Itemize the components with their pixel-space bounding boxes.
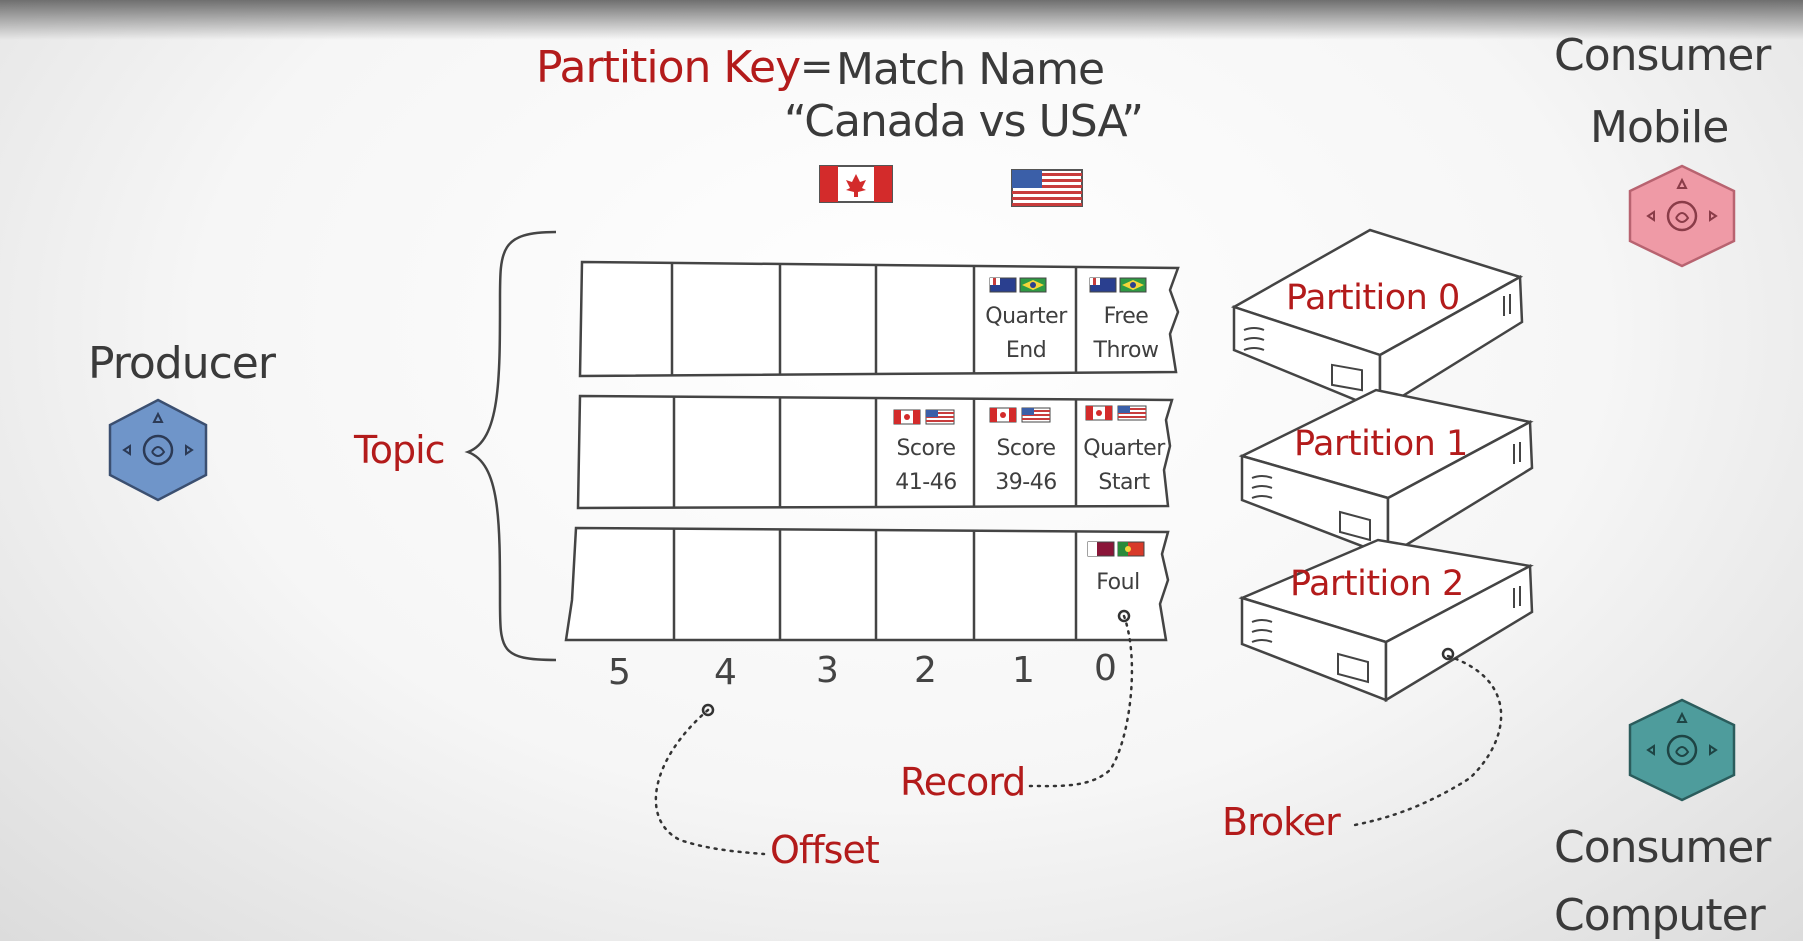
canada-flag-icon <box>1085 405 1113 421</box>
offset-3: 3 <box>816 650 839 691</box>
record-dot <box>1117 609 1131 623</box>
top-shadow <box>0 0 1803 40</box>
record-line1: Foul <box>1096 570 1140 595</box>
record-line2: Start <box>1098 470 1150 495</box>
record-line2: Throw <box>1093 338 1159 363</box>
offset-1: 1 <box>1012 650 1035 691</box>
brazil-flag-icon <box>1019 277 1047 293</box>
record-free-throw: Free Throw <box>1078 300 1174 368</box>
partition-1-log <box>576 394 1174 510</box>
record-line1: Score <box>896 436 956 461</box>
record-quarter-end: Quarter End <box>976 300 1076 368</box>
record-connector <box>1028 614 1134 788</box>
consumer-mobile-line2: Mobile <box>1590 102 1729 153</box>
offset-0: 0 <box>1094 648 1117 689</box>
consumer-computer-line1: Consumer <box>1554 822 1771 873</box>
consumer-mobile-hex-icon <box>1628 164 1736 268</box>
canada-flag-icon <box>989 407 1017 423</box>
brazil-flag-icon <box>1119 277 1147 293</box>
broker-box-0 <box>1230 228 1524 413</box>
offset-4: 4 <box>714 652 737 693</box>
record-line2: 39-46 <box>995 470 1057 495</box>
record-score-39-46: Score 39-46 <box>976 432 1076 500</box>
canada-flag-icon <box>893 409 921 425</box>
record-line1: Free <box>1103 304 1149 329</box>
usa-flag-icon <box>1011 169 1083 207</box>
offset-dot <box>701 703 715 717</box>
record-line2: End <box>1005 338 1047 363</box>
match-value-label: “Canada vs USA” <box>784 96 1144 147</box>
partition-2-log <box>564 526 1170 642</box>
partition-0-label: Partition 0 <box>1286 278 1460 318</box>
offset-5: 5 <box>608 652 631 693</box>
record-annotation: Record <box>900 760 1026 804</box>
broker-box-1 <box>1238 388 1534 559</box>
record-quarter-start: Quarter Start <box>1076 432 1172 500</box>
match-name-label: Match Name <box>836 44 1105 95</box>
partition-key-label: Partition Key <box>536 42 801 93</box>
canada-flag-icon <box>819 165 893 203</box>
usa-flag-icon <box>1021 407 1051 423</box>
topic-brace <box>464 230 557 662</box>
record-score-41-46: Score 41-46 <box>878 432 974 500</box>
producer-hex-icon <box>108 398 208 502</box>
record-line1: Quarter <box>1083 436 1165 461</box>
producer-label: Producer <box>88 338 276 389</box>
australia-flag-icon <box>1089 277 1117 293</box>
record-line1: Score <box>996 436 1056 461</box>
offset-2: 2 <box>914 650 937 691</box>
usa-flag-icon <box>1117 405 1147 421</box>
topic-label: Topic <box>354 428 446 472</box>
partition-2-label: Partition 2 <box>1290 564 1464 604</box>
consumer-computer-hex-icon <box>1628 698 1736 802</box>
portugal-flag-icon <box>1117 541 1145 557</box>
offset-connector <box>654 708 766 856</box>
record-line1: Quarter <box>985 304 1067 329</box>
broker-annotation: Broker <box>1222 800 1341 844</box>
consumer-computer-line2: Computer <box>1554 890 1766 941</box>
consumer-mobile-line1: Consumer <box>1554 30 1771 81</box>
partition-1-label: Partition 1 <box>1294 424 1468 464</box>
broker-box-2 <box>1238 538 1534 703</box>
usa-flag-icon <box>925 409 955 425</box>
offset-annotation: Offset <box>770 828 880 872</box>
qatar-flag-icon <box>1087 541 1115 557</box>
equals-sign: = <box>800 44 834 90</box>
record-line2: 41-46 <box>895 470 957 495</box>
broker-dot <box>1441 647 1455 661</box>
record-foul: Foul <box>1078 566 1158 600</box>
australia-flag-icon <box>989 277 1017 293</box>
